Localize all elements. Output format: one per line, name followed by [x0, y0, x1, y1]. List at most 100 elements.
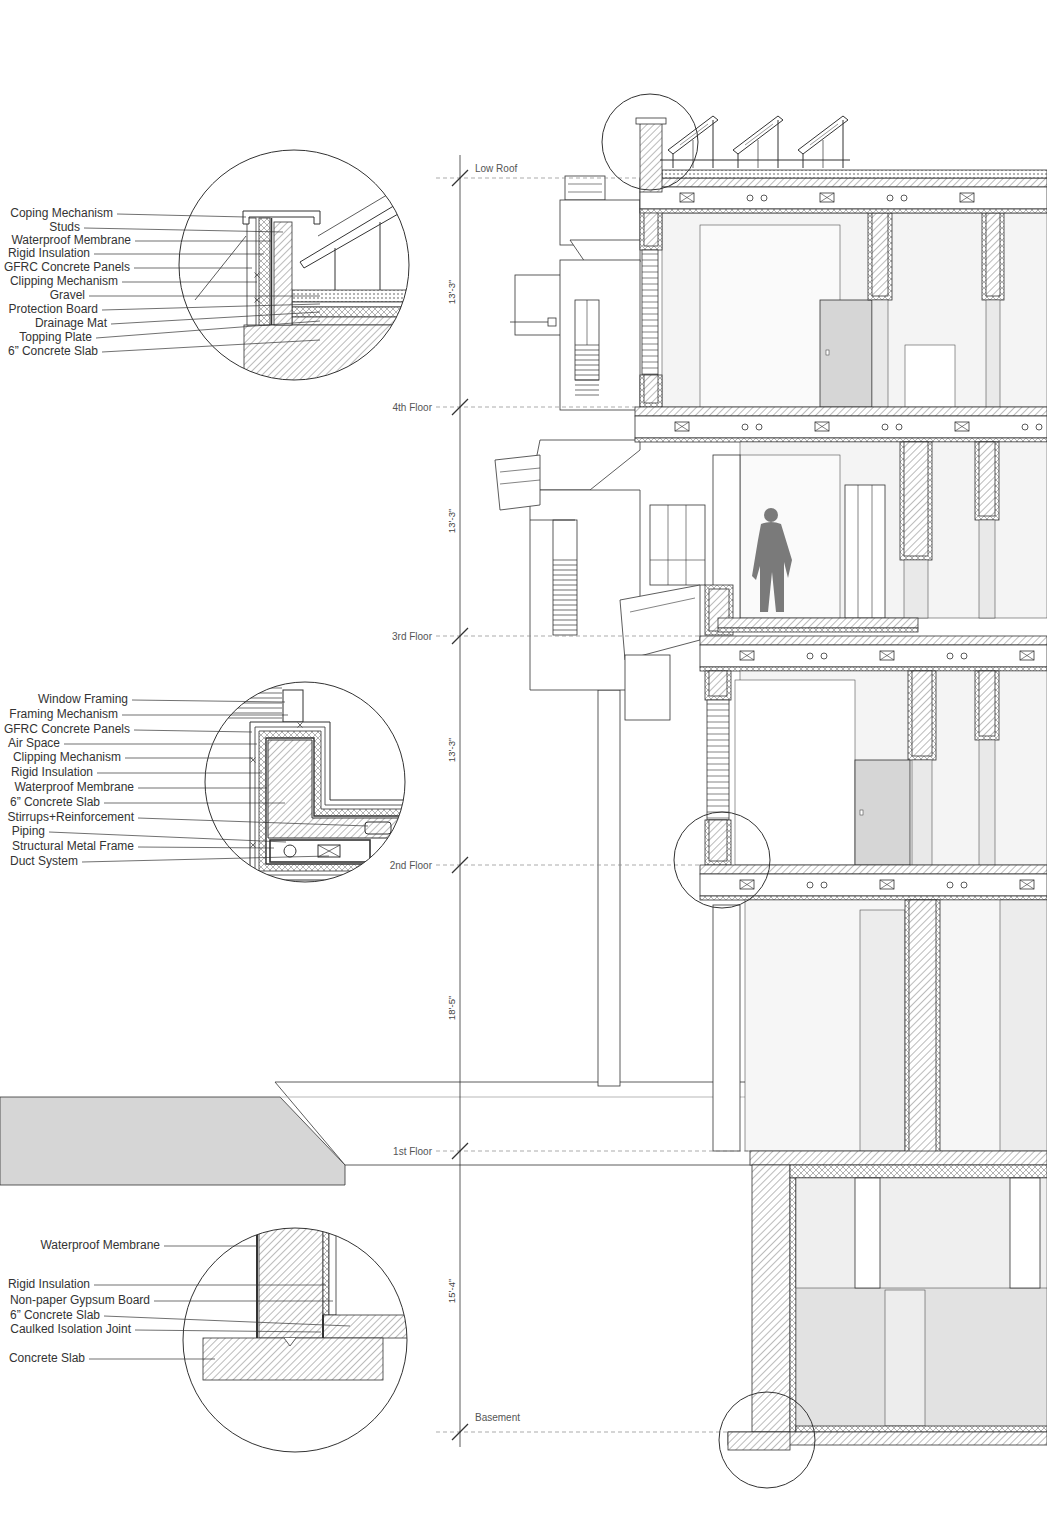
ground-plane	[0, 1097, 345, 1185]
facade-face	[560, 260, 640, 410]
back-wall	[745, 900, 1047, 1151]
wall-panel	[860, 910, 905, 1151]
wall-face	[986, 300, 1000, 407]
level-line	[436, 178, 640, 179]
wall-face	[912, 760, 932, 865]
louver	[215, 703, 282, 704]
panel-post	[843, 120, 844, 168]
column	[598, 690, 620, 1086]
concrete-slab	[244, 325, 414, 385]
leader-line	[111, 312, 320, 324]
solar-panel	[300, 195, 412, 268]
louver	[642, 326, 658, 327]
detail-label: 6” Concrete Slab	[8, 345, 98, 358]
stirrup	[365, 822, 391, 834]
detail-circle	[183, 1228, 407, 1452]
detail-label: 6” Concrete Slab	[10, 796, 100, 809]
balcony-insulation	[718, 628, 918, 632]
detail-label: Coping Mechanism	[10, 207, 113, 220]
louver	[575, 380, 599, 381]
detail-label: Stirrups+Reinforcement	[8, 811, 134, 824]
leader-line	[97, 773, 262, 774]
column	[713, 905, 740, 1151]
louver	[642, 290, 658, 291]
window-mullion	[872, 485, 873, 618]
leader-line	[89, 296, 320, 297]
railing-line	[500, 480, 540, 484]
duct-cross	[815, 422, 829, 431]
detail-label: GFRC Concrete Panels	[4, 261, 130, 274]
dimension-label: 13’-3”	[447, 509, 457, 533]
wall-face	[904, 560, 928, 618]
gfrc-panel	[250, 722, 412, 880]
railing-line	[568, 192, 602, 193]
notch	[284, 1338, 296, 1346]
louver	[553, 560, 577, 561]
detail-label: Concrete Slab	[9, 1352, 85, 1365]
metal-frame	[270, 840, 370, 862]
wall-opening	[700, 225, 840, 407]
louver	[707, 758, 729, 759]
level-label: Basement	[475, 1412, 520, 1423]
pipe	[947, 882, 953, 888]
louver	[553, 575, 577, 576]
pipe	[284, 845, 296, 857]
louver	[575, 345, 599, 346]
insulated-wall	[705, 671, 731, 700]
framing-mechanism	[283, 690, 303, 722]
panel-line	[318, 180, 412, 236]
air-space	[255, 727, 412, 875]
wall-panel	[885, 1290, 925, 1426]
louver	[575, 370, 599, 371]
louver	[215, 713, 282, 714]
floor-slab	[700, 865, 1047, 874]
window	[575, 300, 599, 380]
leader-line	[164, 1246, 256, 1247]
basement-ceiling	[790, 1165, 1047, 1178]
ceiling-insulation	[640, 209, 1047, 213]
person-head	[764, 508, 778, 522]
facade-mass	[530, 490, 640, 690]
detail-label: Topping Plate	[19, 331, 92, 344]
dimension-line	[460, 155, 461, 1447]
leader-line	[104, 803, 285, 804]
louver	[575, 395, 599, 396]
pipe	[1036, 424, 1042, 430]
louver	[575, 350, 599, 351]
projecting-box	[620, 585, 700, 660]
detail-label: Rigid Insulation	[8, 1278, 90, 1291]
insulated-wall	[900, 442, 932, 560]
ceiling-plenum	[700, 645, 1047, 667]
overhang	[530, 440, 640, 490]
concrete-wall	[912, 671, 932, 756]
facade-box	[625, 655, 670, 720]
louver	[553, 610, 577, 611]
duct-box	[815, 422, 829, 431]
concrete-wall	[909, 900, 936, 1161]
isolation-joint	[322, 1315, 324, 1338]
duct-box	[955, 422, 969, 431]
duct-cross	[740, 880, 754, 889]
insulated-wall	[975, 671, 999, 740]
detail-label: Waterproof Membrane	[40, 1239, 160, 1252]
rod	[530, 520, 575, 521]
louver	[553, 565, 577, 566]
louver	[553, 595, 577, 596]
tray-line	[630, 598, 695, 612]
duct-cross	[740, 651, 754, 660]
louver	[553, 630, 577, 631]
concrete-wall	[904, 442, 928, 556]
waterproof-membrane	[266, 738, 412, 864]
detail-label: Piping	[12, 825, 45, 838]
detail-label: Rigid Insulation	[8, 247, 90, 260]
small-balcony	[495, 455, 540, 510]
louver	[642, 284, 658, 285]
window-mullion	[686, 505, 687, 585]
panel-post	[738, 154, 739, 168]
detail-label: Protection Board	[9, 303, 98, 316]
leader-line	[84, 228, 283, 232]
sliding-window	[845, 485, 885, 618]
concrete-slab	[323, 1315, 415, 1338]
leader-line	[138, 847, 274, 848]
pipe	[756, 424, 762, 430]
